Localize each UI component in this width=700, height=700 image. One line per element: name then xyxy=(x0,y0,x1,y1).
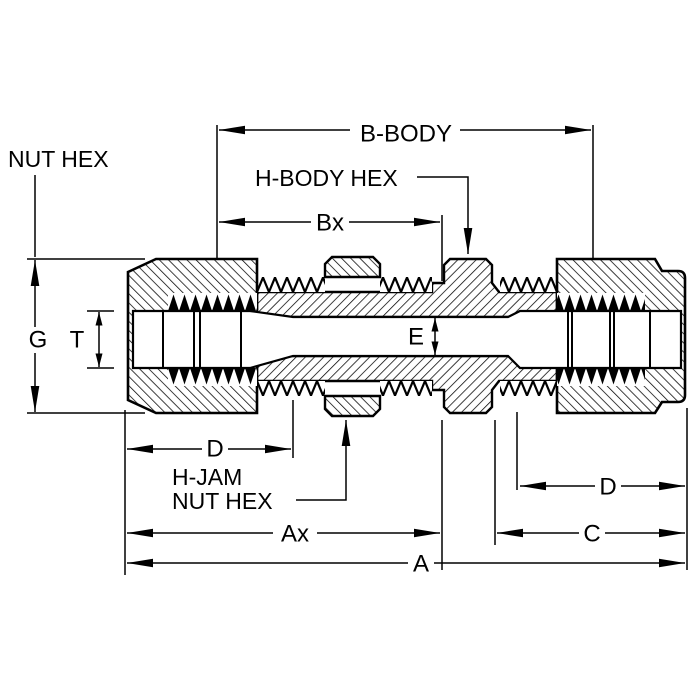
ferrule-lines xyxy=(162,311,651,368)
label-c: C xyxy=(583,521,600,548)
thread-bottom-left-run xyxy=(257,381,325,396)
thread-bottom-mid-run xyxy=(380,381,432,396)
label-b-body: B-BODY xyxy=(360,121,452,148)
label-h-body-hex: H-BODY HEX xyxy=(255,165,398,191)
jam-nut-upper xyxy=(323,255,382,279)
gap-g xyxy=(25,327,50,353)
left-nut-engagement-bottom xyxy=(168,368,257,386)
gap-d-right xyxy=(595,473,621,500)
label-nut-hex: NUT HEX xyxy=(8,146,109,172)
label-g: G xyxy=(29,327,48,354)
right-nut-engagement-bottom xyxy=(557,368,645,386)
leader-lines xyxy=(34,175,473,501)
bore xyxy=(131,309,683,370)
label-h-jam-line1: H-JAM xyxy=(172,464,242,490)
label-e: E xyxy=(408,324,424,351)
label-ax: Ax xyxy=(281,521,309,548)
label-gaps xyxy=(25,119,621,577)
leader-h-jam-nut-hex xyxy=(296,420,351,501)
gap-d-left xyxy=(202,436,228,462)
right-nut-engagement-top xyxy=(557,293,645,311)
label-d-right: D xyxy=(599,474,616,501)
fitting-cross-section xyxy=(126,255,687,418)
jam-nut xyxy=(323,255,382,418)
label-h-jam-line2: NUT HEX xyxy=(172,488,273,514)
thread-top-left-run xyxy=(257,277,325,292)
dimension-labels: NUT HEX B-BODY H-BODY HEX Bx G T E D H-J… xyxy=(8,121,617,578)
left-nut-engagement-top xyxy=(168,293,257,311)
thread-top-right-run xyxy=(500,277,557,292)
gap-c xyxy=(579,520,605,547)
label-t: T xyxy=(70,327,85,354)
gap-ax xyxy=(273,520,317,547)
thread-bottom-right-run xyxy=(500,381,557,396)
label-a: A xyxy=(413,551,429,578)
extension-lines xyxy=(27,125,688,575)
label-d-left: D xyxy=(206,436,223,463)
thread-engagement-zones xyxy=(168,293,645,386)
label-bx: Bx xyxy=(316,210,344,237)
leader-h-body-hex xyxy=(417,176,473,254)
gap-bx xyxy=(311,209,349,236)
thread-top-mid-run xyxy=(380,277,432,292)
jam-nut-lower xyxy=(323,394,382,418)
gap-b-body xyxy=(350,119,460,146)
body-threads xyxy=(257,277,557,396)
gap-a xyxy=(408,550,434,577)
